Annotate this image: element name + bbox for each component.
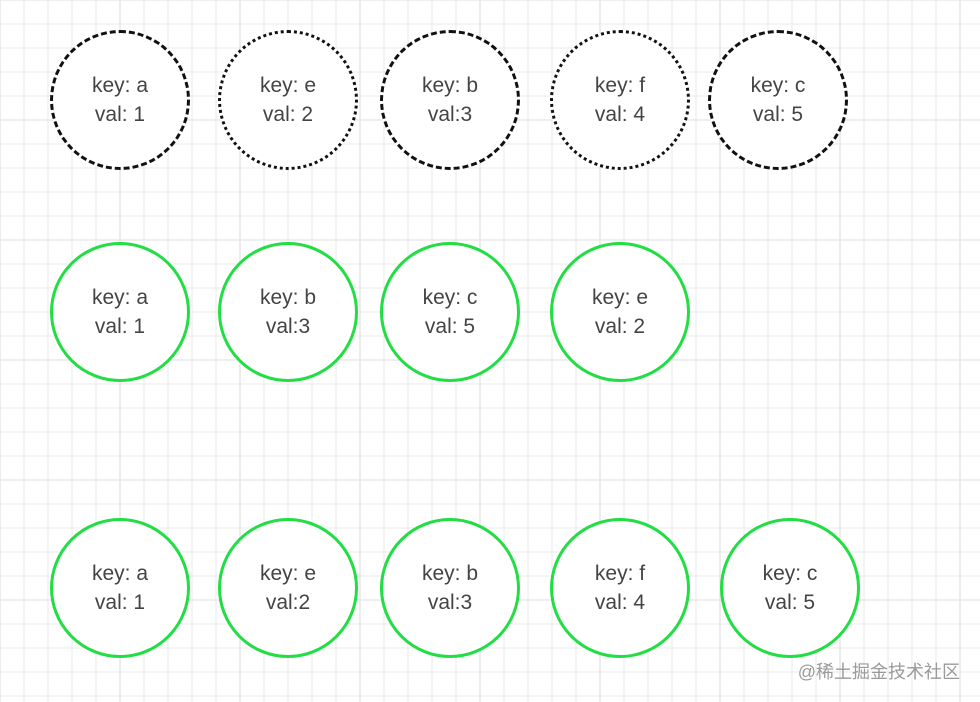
row-3-node-5: key: c val: 5 xyxy=(720,518,860,658)
node-val: val:3 xyxy=(265,315,311,338)
node-key: key: f xyxy=(594,562,646,585)
node-key: key: a xyxy=(91,286,149,309)
node-val: val: 4 xyxy=(594,591,646,614)
node-val: val: 1 xyxy=(94,591,146,614)
row-3-node-1: key: a val: 1 xyxy=(50,518,190,658)
node-key: key: e xyxy=(591,286,649,309)
node-key: key: f xyxy=(594,74,646,97)
node-val: val: 1 xyxy=(94,103,146,126)
node-key: key: e xyxy=(259,74,317,97)
node-val: val:3 xyxy=(427,591,473,614)
node-val: val: 2 xyxy=(262,103,314,126)
row-3-node-4: key: f val: 4 xyxy=(550,518,690,658)
node-key: key: b xyxy=(259,286,317,309)
node-val: val: 5 xyxy=(764,591,816,614)
node-val: val:2 xyxy=(265,591,311,614)
node-val: val: 5 xyxy=(752,103,804,126)
node-key: key: c xyxy=(750,74,806,97)
row-2-node-3: key: c val: 5 xyxy=(380,242,520,382)
node-key: key: c xyxy=(422,286,478,309)
row-1-node-5: key: c val: 5 xyxy=(708,30,848,170)
row-1-node-3: key: b val:3 xyxy=(380,30,520,170)
node-key: key: a xyxy=(91,74,149,97)
node-val: val: 5 xyxy=(424,315,476,338)
node-key: key: b xyxy=(421,562,479,585)
node-key: key: b xyxy=(421,74,479,97)
row-3-node-2: key: e val:2 xyxy=(218,518,358,658)
row-1-node-2: key: e val: 2 xyxy=(218,30,358,170)
node-val: val: 1 xyxy=(94,315,146,338)
row-1-node-4: key: f val: 4 xyxy=(550,30,690,170)
node-val: val:3 xyxy=(427,103,473,126)
row-2-node-1: key: a val: 1 xyxy=(50,242,190,382)
row-2-node-4: key: e val: 2 xyxy=(550,242,690,382)
row-2-node-2: key: b val:3 xyxy=(218,242,358,382)
node-val: val: 4 xyxy=(594,103,646,126)
node-key: key: c xyxy=(762,562,818,585)
node-val: val: 2 xyxy=(594,315,646,338)
node-key: key: e xyxy=(259,562,317,585)
row-3-node-3: key: b val:3 xyxy=(380,518,520,658)
row-1-node-1: key: a val: 1 xyxy=(50,30,190,170)
watermark: @稀土掘金技术社区 xyxy=(797,662,960,682)
node-key: key: a xyxy=(91,562,149,585)
